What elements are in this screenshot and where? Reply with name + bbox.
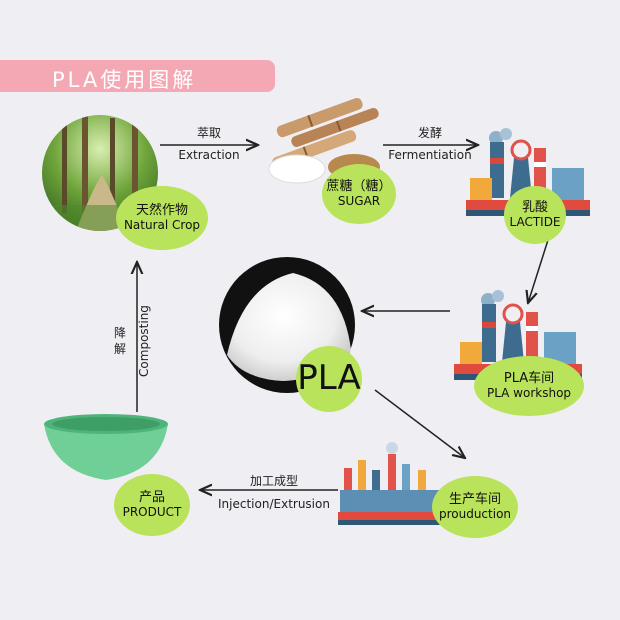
edge-composting-zh: 降解 (113, 326, 126, 356)
edge-processing-zh: 加工成型 (249, 474, 298, 488)
edge-extraction-zh: 萃取 (196, 126, 221, 140)
edge-fermentiation-en: Fermentiation (388, 148, 472, 162)
node-pla: PLA (296, 346, 362, 412)
node-pla-workshop: PLA车间 PLA workshop (474, 356, 584, 416)
node-lactide: 乳酸 LACTIDE (504, 186, 566, 244)
lactide-zh: 乳酸 (521, 199, 548, 215)
pla-workshop-en: PLA workshop (486, 385, 572, 400)
edge-fermentiation-zh: 发酵 (417, 126, 442, 140)
production-factory-icon (338, 442, 446, 525)
bowl-image (44, 414, 168, 480)
edge-extraction-en: Extraction (178, 148, 240, 162)
arrow-lactide-to-workshop (528, 239, 549, 303)
product-en: PRODUCT (122, 504, 182, 519)
natural-crop-en: Natural Crop (123, 217, 201, 232)
product-zh: 产品 (138, 489, 165, 505)
sugar-zh: 蔗糖（糖） (326, 178, 392, 194)
sugar-en: SUGAR (337, 193, 381, 208)
title-banner: PLA使用图解 (0, 60, 275, 92)
edge-composting-en: Composting (137, 305, 151, 377)
edge-processing-en: Injection/Extrusion (218, 497, 330, 511)
production-en: prouduction (438, 506, 512, 521)
production-zh: 生产车间 (448, 491, 501, 507)
node-natural-crop: 天然作物 Natural Crop (116, 186, 208, 250)
forest-image (42, 115, 158, 231)
natural-crop-zh: 天然作物 (135, 202, 188, 218)
arrow-pla-to-production (374, 389, 465, 458)
banner-title: PLA使用图解 (52, 68, 197, 92)
node-production: 生产车间 prouduction (432, 476, 518, 538)
pla-label: PLA (297, 358, 361, 399)
node-sugar: 蔗糖（糖） SUGAR (322, 164, 396, 224)
pla-workshop-zh: PLA车间 (503, 370, 555, 386)
node-product: 产品 PRODUCT (114, 474, 190, 536)
lactide-en: LACTIDE (509, 214, 561, 229)
